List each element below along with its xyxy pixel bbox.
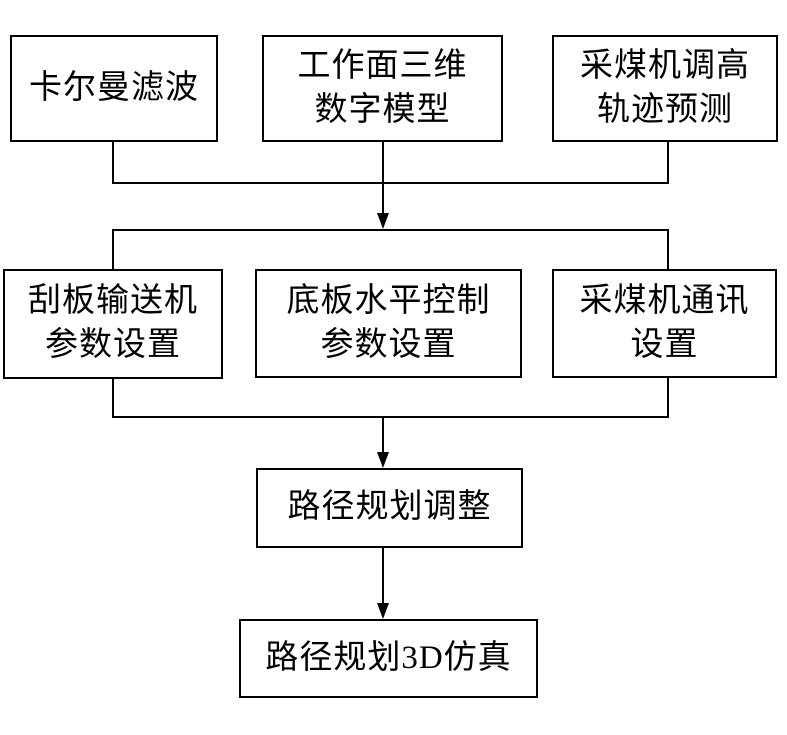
- node-shearer-communication-settings: 采煤机通讯 设置: [552, 269, 777, 378]
- connector-stub-comm-in: [667, 230, 669, 270]
- connector-center-arrow-shaft-2: [382, 417, 384, 453]
- connector-center-arrow-shaft-3: [382, 548, 384, 603]
- node-scraper-conveyor-parameter-settings: 刮板输送机 参数设置: [3, 269, 223, 379]
- node-path-planning-adjustment: 路径规划调整: [256, 468, 523, 548]
- connector-center-arrow-shaft-1: [382, 142, 384, 216]
- connector-stub-comm-down: [667, 378, 669, 418]
- node-floor-level-control-parameter-settings: 底板水平控制 参数设置: [255, 269, 522, 378]
- node-path-planning-3d-simulation: 路径规划3D仿真: [239, 619, 538, 698]
- connector-stub-kalman-down: [112, 142, 114, 184]
- node-workface-3d-digital-model: 工作面三维 数字模型: [262, 35, 503, 142]
- arrow-down-icon: [377, 213, 389, 229]
- connector-stub-scraper-down: [112, 378, 114, 418]
- node-kalman-filter: 卡尔曼滤波: [10, 35, 218, 142]
- connector-merge-line-top: [112, 182, 669, 184]
- arrow-down-icon: [377, 452, 389, 468]
- connector-stub-prediction-down: [667, 142, 669, 184]
- connector-stub-scraper-in: [112, 230, 114, 270]
- arrow-down-icon: [377, 603, 389, 619]
- connector-distribution-line: [112, 229, 669, 231]
- node-shearer-height-trajectory-prediction: 采煤机调高 轨迹预测: [552, 35, 778, 142]
- connector-merge-line-bottom: [112, 416, 669, 418]
